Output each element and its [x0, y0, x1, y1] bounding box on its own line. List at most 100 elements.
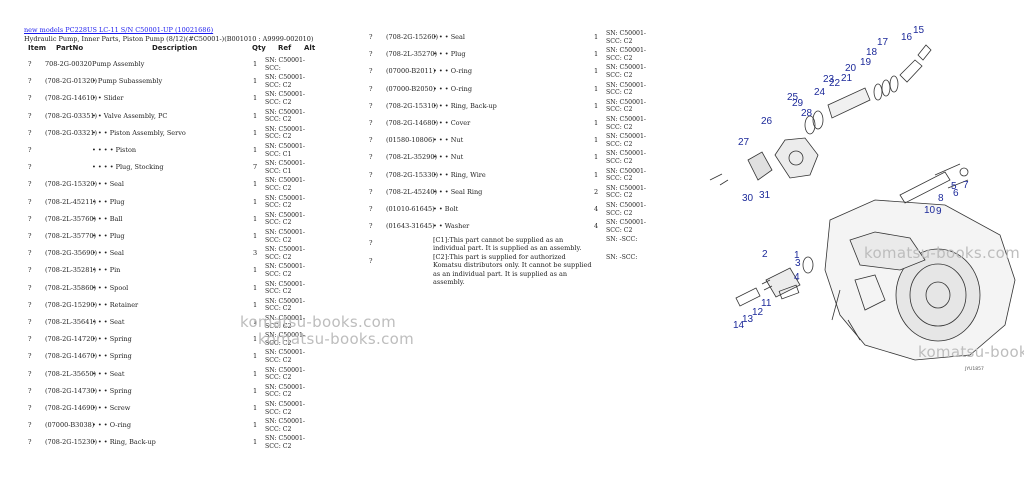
partno-cell: (708-2L-35270): [386, 50, 438, 59]
partno-cell: (708-2G-35690): [45, 249, 97, 258]
item-cell: ?: [28, 77, 32, 86]
callout-label: 20: [845, 63, 857, 74]
serial-cell: SN: C50001-SCC: C2: [606, 47, 646, 62]
partno-cell: (01580-10806): [386, 136, 435, 145]
qty-cell: 1: [253, 111, 258, 120]
partno-cell: (708-2G-14690): [45, 404, 97, 412]
callout-label: 31: [759, 190, 771, 201]
description-cell: • • • Ring, Back-up: [92, 438, 156, 447]
item-cell: ?: [369, 153, 373, 162]
qty-cell: 1: [253, 60, 258, 68]
callout-label: 28: [801, 108, 813, 119]
breadcrumb-link[interactable]: new models PC228US LC-11 S/N C50001-UP (…: [24, 26, 214, 34]
item-cell: ?: [369, 67, 373, 76]
partno-cell: (708-2L-35860): [45, 283, 97, 292]
item-cell: ?: [28, 128, 32, 137]
partno-cell: (708-2G-15310): [386, 101, 438, 110]
partno-cell: (708-2L-35290): [386, 153, 438, 162]
item-cell: ?: [28, 318, 32, 326]
description-cell: • • • Plug: [92, 232, 125, 240]
partno-cell: (01010-61645): [386, 205, 435, 213]
item-cell: ?: [28, 266, 32, 275]
qty-cell: 1: [253, 318, 258, 326]
item-cell: ?: [28, 163, 32, 172]
callout-label: 2: [762, 249, 768, 260]
qty-cell: 1: [594, 119, 599, 127]
partno-cell: 708-2G-00320: [45, 60, 92, 68]
qty-cell: 1: [253, 335, 258, 344]
callout-label: 19: [860, 57, 872, 68]
serial-cell: SN: C50001-SCC: C2: [265, 418, 305, 433]
item-cell: ?: [369, 256, 373, 265]
description-cell: Pump Assembly: [92, 60, 145, 68]
item-cell: ?: [369, 222, 373, 231]
serial-cell: SN: C50001-SCC: C2: [606, 184, 646, 200]
description-cell: • • • O-ring: [433, 67, 472, 76]
item-cell: ?: [369, 239, 373, 248]
callout-label: 27: [738, 137, 750, 148]
item-cell: ?: [28, 94, 32, 103]
serial-cell: SN: C50001-SCC: C2: [265, 332, 305, 347]
page-subtitle: Hydraulic Pump, Inner Parts, Piston Pump…: [24, 35, 314, 43]
qty-cell: 1: [594, 67, 599, 76]
qty-cell: 1: [594, 170, 599, 179]
serial-cell: SN: C50001-SCC: C2: [606, 116, 646, 131]
qty-cell: 1: [253, 386, 258, 395]
partno-cell: (708-2G-14610): [45, 94, 97, 103]
callout-label: 22: [829, 78, 841, 89]
page-header: new models PC228US LC-11 S/N C50001-UP (…: [24, 26, 313, 44]
description-cell: • • • Seal: [92, 180, 124, 189]
serial-cell: SN: C50001-SCC: C1: [265, 160, 305, 175]
serial-cell: SN: C50001-SCC: C2: [606, 133, 646, 148]
qty-cell: 1: [253, 128, 258, 137]
serial-cell: SN: C50001-SCC: C2: [265, 383, 305, 399]
qty-cell: 1: [253, 197, 258, 206]
serial-cell: SN: C50001-SCC: C2: [265, 74, 305, 89]
description-cell: • • • Cover: [433, 119, 471, 127]
callout-label: 3: [795, 258, 801, 269]
item-cell: ?: [369, 136, 373, 145]
description-cell: • • • Seal Ring: [433, 187, 483, 196]
partno-cell: (708-2L-45211): [45, 197, 97, 206]
qty-cell: 1: [253, 266, 258, 275]
description-cell: • • • Spool: [92, 283, 129, 292]
watermark-2: komatsu-books.com: [258, 330, 415, 348]
partno-cell: (708-2G-14730): [45, 386, 97, 395]
partno-cell: (708-2G-01320): [45, 77, 97, 86]
callout-label: 6: [953, 188, 959, 199]
serial-cell: SN: C50001-SCC: C2: [265, 366, 305, 382]
item-cell: ?: [28, 283, 32, 292]
serial-cell: SN: C50001-SCC: C2: [265, 108, 305, 124]
description-cell: • • • O-ring: [433, 84, 472, 93]
partno-cell: (708-2L-45240): [386, 187, 438, 196]
callout-label: 11: [761, 298, 772, 309]
callout-label: 17: [877, 37, 889, 48]
description-cell: • • • Spring: [92, 335, 132, 344]
qty-cell: 1: [594, 50, 599, 59]
serial-cell: SN: C50001-SCC: C2: [265, 280, 305, 296]
qty-cell: 1: [253, 352, 258, 361]
qty-cell: 4: [594, 205, 599, 213]
serial-cell: SN: C50001-SCC: C2: [265, 211, 305, 227]
note-c1: [C1]:This part cannot be supplied as an …: [433, 236, 582, 253]
callout-label: 24: [814, 87, 826, 98]
callout-label: 30: [742, 193, 754, 204]
serial-cell: SN: C50001-SCC: C2: [606, 98, 646, 114]
serial-cell: SN: C50001-SCC: C2: [265, 297, 305, 313]
col-header-item: Item: [28, 44, 46, 52]
description-cell: • • • Pin: [92, 266, 121, 275]
description-cell: • • • Ring, Back-up: [433, 101, 497, 110]
serial-cell: SN: C50001-SCC: C2: [265, 91, 305, 106]
col-header-ref: Ref: [278, 44, 292, 52]
description-cell: • • • • Plug, Stocking: [92, 163, 164, 172]
qty-cell: 4: [594, 222, 599, 231]
qty-cell: 1: [253, 214, 258, 223]
description-cell: • • • Seat: [92, 369, 125, 378]
callout-label: 21: [841, 73, 853, 84]
qty-cell: 1: [594, 33, 599, 41]
callout-label: 15: [913, 25, 925, 36]
description-cell: • • Washer: [433, 222, 470, 231]
serial-cell: SN: C50001-SCC: C2: [265, 349, 305, 364]
item-cell: ?: [28, 249, 32, 258]
